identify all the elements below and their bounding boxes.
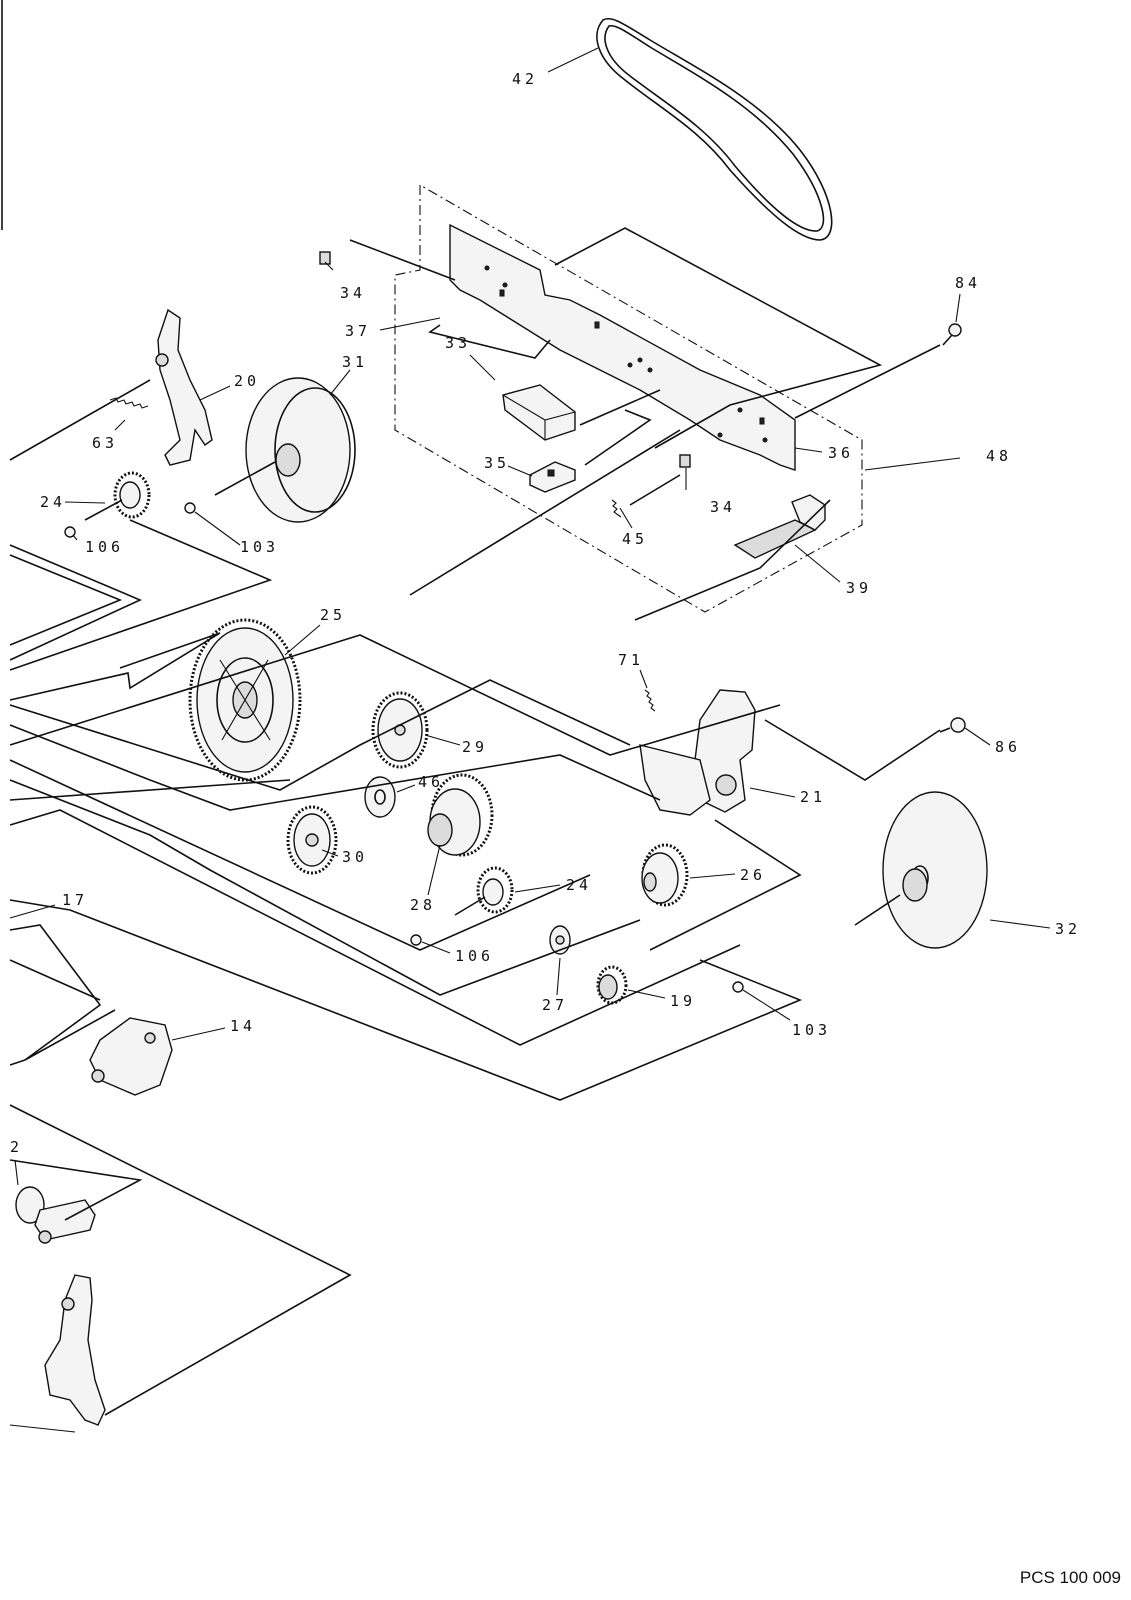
callout-27: 27 xyxy=(542,996,568,1014)
assembly-boundary-48 xyxy=(394,184,863,613)
flat-sensor-39 xyxy=(733,494,826,559)
callout-31: 31 xyxy=(342,353,368,371)
washer-103b xyxy=(732,981,744,993)
callout-46: 46 xyxy=(418,773,444,791)
callout-106-lower: 106 xyxy=(455,947,494,965)
pulley-31 xyxy=(214,377,356,523)
bracket-21 xyxy=(639,689,756,816)
callout-42: 42 xyxy=(512,70,538,88)
callout-34-top: 34 xyxy=(340,284,366,302)
callout-86: 86 xyxy=(995,738,1021,756)
assembly-guide-lines xyxy=(9,227,941,1416)
drive-belt-42 xyxy=(596,18,833,241)
leader-lines xyxy=(9,47,1051,1433)
callout-103-lower: 103 xyxy=(792,1021,831,1039)
washer-106a xyxy=(64,526,76,538)
callout-19: 19 xyxy=(670,992,696,1010)
screw-86 xyxy=(939,717,966,733)
connector-block-33 xyxy=(502,384,576,441)
gear-19 xyxy=(596,965,628,1005)
callout-33: 33 xyxy=(445,334,471,352)
callout-17: 17 xyxy=(62,891,88,909)
spring-45 xyxy=(611,499,622,518)
callout-30: 30 xyxy=(342,848,368,866)
callout-20: 20 xyxy=(234,372,260,390)
washer-106b xyxy=(410,934,422,946)
sensor-35 xyxy=(529,461,576,493)
document-code: PCS 100 009 xyxy=(1019,1568,1121,1587)
callout-29: 29 xyxy=(462,738,488,756)
gear-24b xyxy=(454,866,514,916)
gear-24a xyxy=(84,471,151,521)
mechanism-14 xyxy=(89,1017,173,1096)
callout-24-upper: 24 xyxy=(40,493,66,511)
callout-45: 45 xyxy=(622,530,648,548)
callout-71: 71 xyxy=(618,651,644,669)
callout-63: 63 xyxy=(92,434,118,452)
gear-26 xyxy=(641,843,689,907)
lever-lower xyxy=(44,1274,106,1426)
circuit-board-36 xyxy=(449,223,796,471)
callout-32: 32 xyxy=(1055,920,1081,938)
callout-2: 2 xyxy=(10,1138,23,1156)
callout-48: 48 xyxy=(986,447,1012,465)
spring-63 xyxy=(109,397,149,409)
spring-71 xyxy=(644,689,656,712)
callout-21: 21 xyxy=(800,788,826,806)
lever-20 xyxy=(155,308,213,466)
gear-29 xyxy=(371,691,429,769)
callout-14: 14 xyxy=(230,1017,256,1035)
screw-84 xyxy=(942,323,962,346)
washer-103a xyxy=(184,502,196,514)
pulley-32 xyxy=(854,791,988,949)
callout-37: 37 xyxy=(345,322,371,340)
callout-34-mid: 34 xyxy=(710,498,736,516)
gear-25 xyxy=(188,618,302,782)
callout-26: 26 xyxy=(740,866,766,884)
square-nut-34a xyxy=(319,251,331,265)
gear-28 xyxy=(427,773,494,857)
callout-24-lower: 24 xyxy=(566,876,592,894)
callout-labels: 42 34 84 37 33 20 31 63 36 48 35 34 24 4… xyxy=(10,70,1081,1156)
square-nut-34b xyxy=(679,454,691,468)
callout-103-upper: 103 xyxy=(240,538,279,556)
callout-106-upper: 106 xyxy=(85,538,124,556)
gear-27 xyxy=(549,925,571,955)
callout-25: 25 xyxy=(320,606,346,624)
roller-2 xyxy=(15,1186,96,1244)
callout-35: 35 xyxy=(484,454,510,472)
callout-39: 39 xyxy=(846,579,872,597)
callout-36: 36 xyxy=(828,444,854,462)
callout-28: 28 xyxy=(410,896,436,914)
gear-30 xyxy=(286,805,338,875)
callout-84: 84 xyxy=(955,274,981,292)
